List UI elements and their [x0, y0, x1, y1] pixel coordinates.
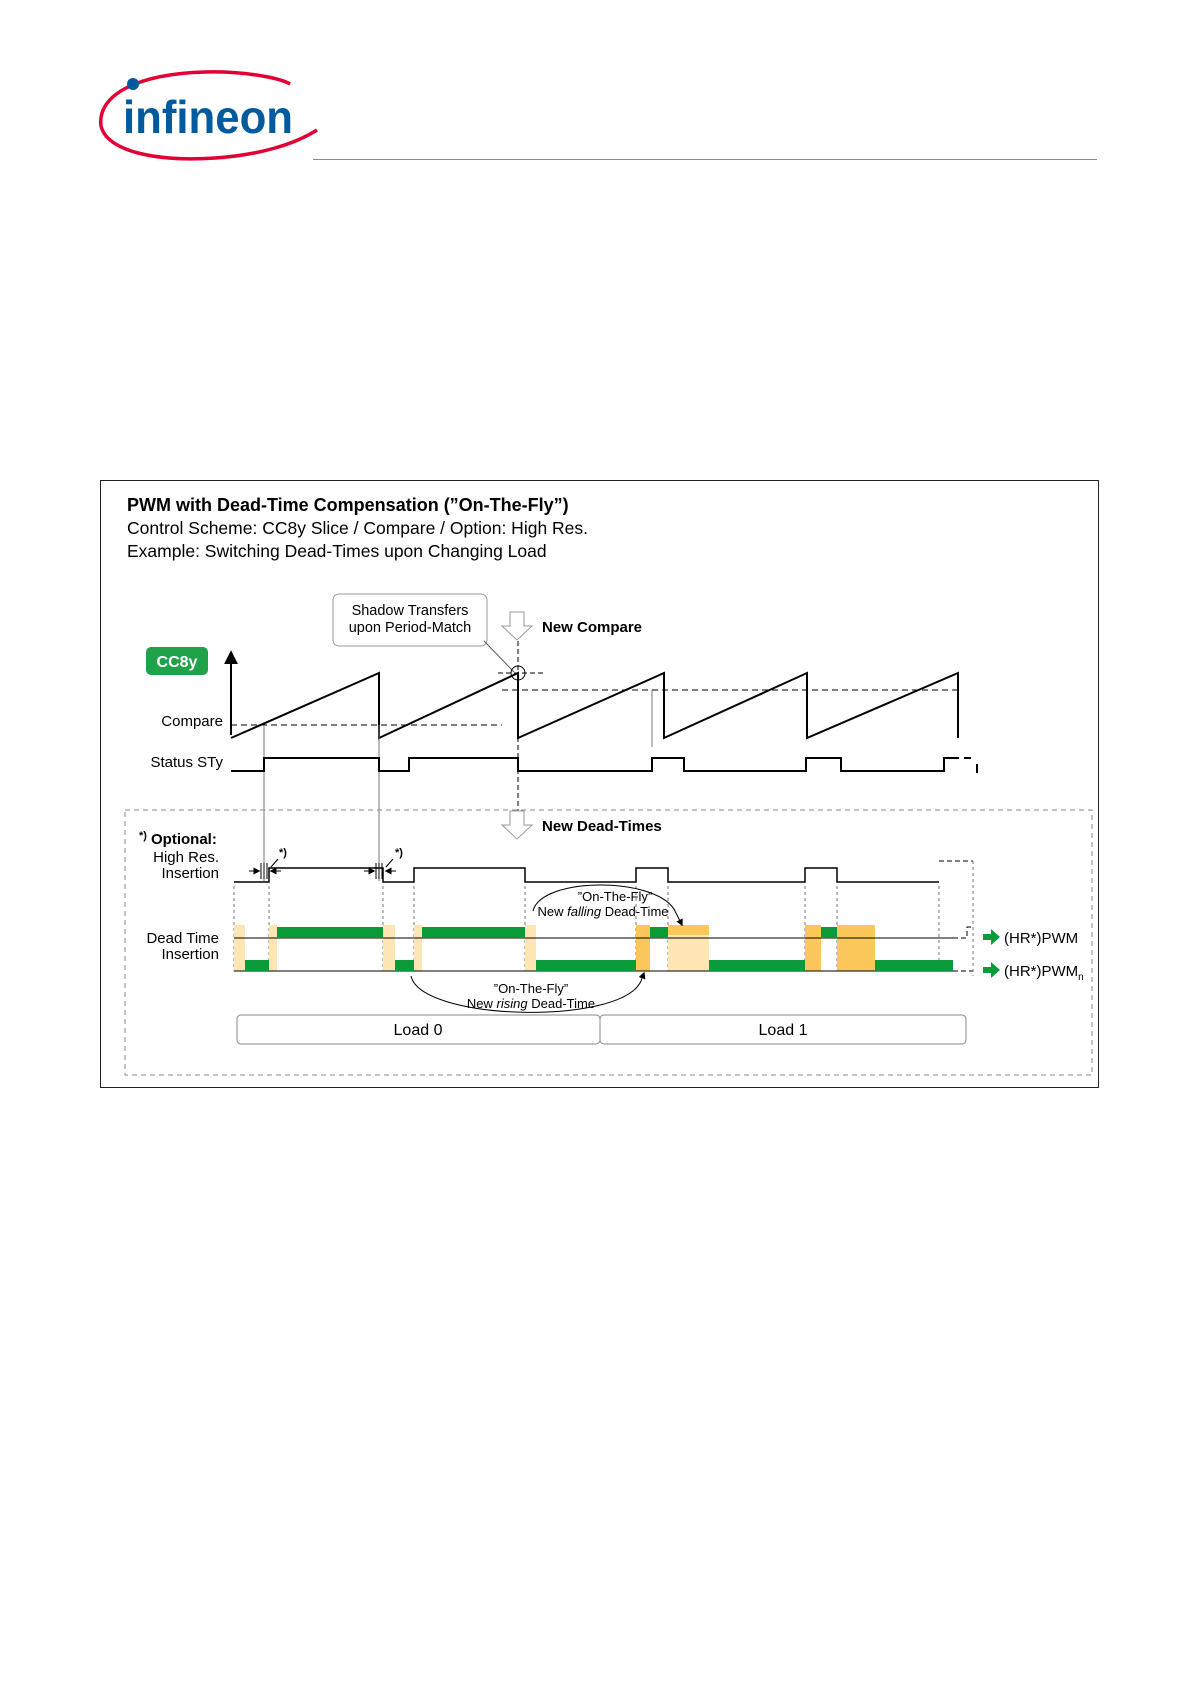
new-compare-arrow-icon: [500, 611, 534, 641]
hr-delay-leader-1: [270, 858, 279, 868]
pwmn-pulse-1: [245, 960, 269, 971]
falling-note-suffix: Dead-Time: [601, 904, 668, 919]
compare-label: Compare: [161, 713, 223, 730]
pwmn-pulse-4: [709, 960, 805, 971]
pwmn-output-label-main: (HR*)PWM: [1004, 963, 1078, 980]
hr-delay-leader-2: [385, 858, 394, 868]
falling-note-line1: ”On-The-Fly”: [578, 889, 652, 904]
logo-swoosh-top: [99, 70, 291, 127]
pwm-pulse-2: [422, 927, 525, 938]
new-dead-times-label: New Dead-Times: [542, 818, 662, 835]
dead-time-region-1: [234, 925, 245, 971]
load-0-label: Load 0: [394, 1022, 443, 1039]
header-rule: [313, 159, 1097, 160]
rising-note-line1: ”On-The-Fly”: [494, 981, 568, 996]
falling-note-emph: falling: [567, 904, 602, 919]
infineon-logo: infineon: [99, 70, 318, 161]
shadow-transfer-line1: Shadow Transfers: [352, 603, 469, 619]
figure-frame: PWM with Dead-Time Compensation (”On-The…: [100, 480, 1099, 1088]
rising-note-prefix: New: [467, 996, 497, 1011]
load-1-box: [599, 1014, 967, 1045]
status-sty-label: Status STy: [150, 754, 223, 771]
dead-time-regions: [234, 925, 875, 971]
pwmn-pulse-3: [536, 960, 636, 971]
compare-match-lines: [263, 690, 653, 881]
dead-time-region-8: [668, 925, 709, 935]
pwm-pulse-1: [277, 927, 383, 938]
rising-note-suffix: Dead-Time: [528, 996, 595, 1011]
shadow-transfer-line2: upon Period-Match: [349, 620, 472, 636]
dead-time-region-5: [525, 925, 536, 971]
hr-insertion-signal: [234, 867, 939, 883]
pwmn-pulses: [245, 960, 953, 971]
hr-insertion-label-line2: Insertion: [161, 865, 219, 882]
sawtooth-counter: [230, 671, 959, 740]
dead-time-insertion-label-line1: Dead Time: [146, 930, 219, 947]
dead-time-insertion-label-line2: Insertion: [161, 946, 219, 963]
shadow-transfer-box: [332, 593, 488, 647]
pwm-pulses: [277, 927, 837, 938]
pwm-output-arrow-icon: [983, 929, 1000, 945]
figure-subtitle-control-scheme: Control Scheme: CC8y Slice / Compare / O…: [127, 518, 589, 538]
dead-time-region-3: [383, 925, 395, 971]
load-1-label: Load 1: [759, 1022, 808, 1039]
falling-note-curve: [532, 884, 677, 914]
hr-delay-indicator-2: [364, 858, 396, 879]
pwm-pulse-3: [650, 927, 668, 938]
optional-label: Optional:: [151, 831, 217, 848]
falling-note-line2: New falling Dead-Time: [537, 904, 668, 919]
logo-dot: [127, 78, 139, 90]
new-compare-label: New Compare: [542, 619, 642, 636]
logo-text: infineon: [123, 91, 293, 143]
new-dead-times-arrow-icon: [500, 810, 534, 840]
dead-time-region-6: [636, 925, 650, 971]
rising-note-emph: rising: [497, 996, 529, 1011]
pwm-pulse-4: [821, 927, 837, 938]
pwm-continuation: [953, 926, 973, 939]
falling-note-arrow: [675, 912, 683, 927]
status-sty-signal: [231, 757, 952, 772]
rising-note-arrow: [638, 971, 646, 982]
figure-subtitle-example: Example: Switching Dead-Times upon Chang…: [127, 541, 547, 561]
pwmn-output-label: (HR*)PWMn: [1004, 963, 1084, 983]
optional-section-frame: [124, 809, 1093, 1076]
dead-time-region-10: [837, 925, 875, 971]
pwmn-pulse-5: [875, 960, 953, 971]
hr-insertion-label-line1: High Res.: [153, 849, 219, 866]
hr-footnote-mark-1: *): [279, 847, 287, 859]
shadow-leader-line: [483, 640, 515, 673]
pwm-output-label: (HR*)PWM: [1004, 930, 1078, 947]
pwmn-output-arrow-icon: [983, 962, 1000, 978]
dead-time-region-4: [414, 925, 422, 971]
figure-title: PWM with Dead-Time Compensation (”On-The…: [127, 495, 569, 515]
logo-swoosh-bottom: [99, 125, 318, 161]
dead-time-region-2: [269, 925, 277, 971]
cc8y-badge: [146, 647, 208, 675]
optional-footnote-marker: *): [139, 830, 147, 842]
hr-delay-indicator-1: [249, 858, 281, 879]
pwmn-output-label-sub: n: [1078, 972, 1084, 983]
dead-time-region-9: [805, 925, 821, 971]
hr-footnote-mark-2: *): [395, 847, 403, 859]
falling-note-prefix: New: [537, 904, 567, 919]
rising-note-curve: [410, 975, 642, 1013]
timing-diagram: Shadow Transfers upon Period-Match New C…: [124, 593, 1093, 1076]
rising-note-line2: New rising Dead-Time: [467, 996, 595, 1011]
pwmn-pulse-2: [395, 960, 414, 971]
cc8y-badge-label: CC8y: [157, 654, 198, 671]
